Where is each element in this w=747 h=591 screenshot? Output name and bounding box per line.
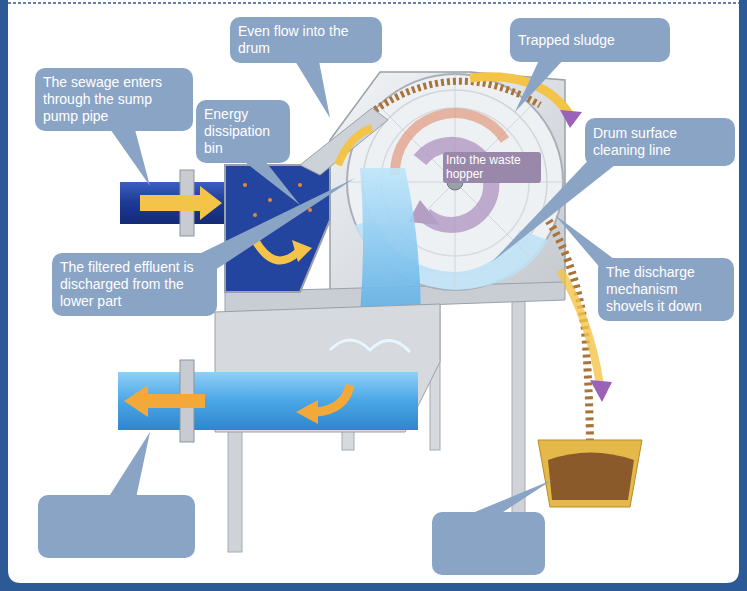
callout-tail [108, 432, 150, 498]
sludge [375, 81, 540, 110]
flow-arrowhead [590, 380, 612, 402]
callout-box: Drum surface cleaning line [585, 118, 735, 166]
callout-tail [515, 58, 565, 112]
callout-box: Trapped sludge [510, 18, 670, 62]
callout-text: Drum surface cleaning line [593, 125, 727, 159]
flow-arrowhead [296, 400, 318, 424]
flow-arrow [140, 186, 222, 220]
callout-text: The discharge mechanism shovels it down [606, 264, 726, 314]
callout-text: Energy dissipation bin [204, 106, 282, 156]
panel [8, 0, 739, 583]
flow-arrow [315, 385, 350, 412]
callout-box: Even flow into the drum [230, 17, 382, 63]
empty-callout [432, 512, 545, 575]
callout-box: The filtered effluent is discharged from… [52, 253, 217, 316]
chute [300, 108, 388, 175]
flow-arrow [124, 385, 205, 417]
flow-arrow [470, 77, 570, 115]
inlet-pipe [120, 182, 232, 224]
callout-box: The discharge mechanism shovels it down [598, 258, 734, 321]
callout-tail [108, 126, 150, 186]
empty-callout [38, 495, 195, 558]
callout-tail [292, 56, 330, 118]
callout-box: The sewage enters through the sump pump … [35, 68, 193, 131]
callout-box: Energy dissipation bin [196, 100, 290, 163]
callout-tail [195, 178, 355, 272]
outlet-pipe [118, 372, 418, 430]
callout-text: The sewage enters through the sump pump … [43, 74, 185, 124]
callout-text: The filtered effluent is discharged from… [60, 259, 209, 309]
callout-text: Trapped sludge [518, 32, 662, 49]
flow-arrow [560, 270, 600, 385]
callout-tail [470, 480, 552, 514]
waste-hopper [538, 440, 642, 507]
discharged-solids [545, 215, 590, 450]
hopper-contents [548, 453, 634, 501]
callout-text: Even flow into the drum [238, 23, 374, 57]
flow-arrow [338, 128, 372, 165]
flow-arrowhead [292, 240, 312, 262]
flow-arrowhead [560, 110, 582, 128]
splash [330, 340, 410, 352]
part-label: Into the waste hopper [443, 152, 541, 183]
dashed-rule [8, 2, 739, 4]
